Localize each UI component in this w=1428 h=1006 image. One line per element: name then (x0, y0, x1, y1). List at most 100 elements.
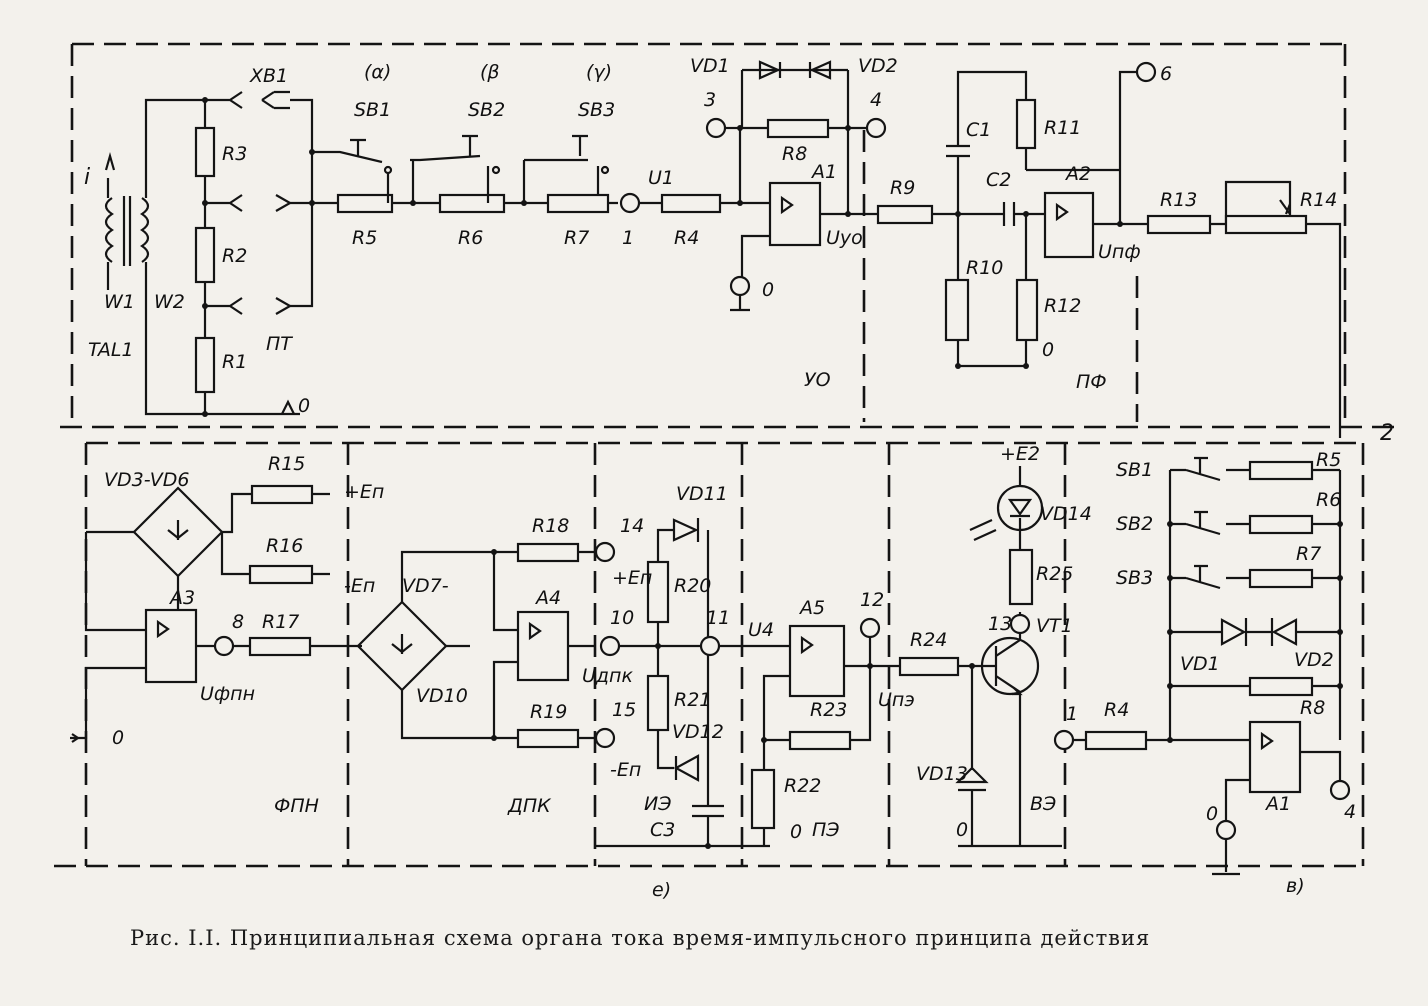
label-r7-v: R7 (1296, 543, 1321, 565)
label-r3: R3 (222, 143, 247, 165)
label-r20: R20 (674, 575, 711, 597)
label-gamma: (γ) (586, 61, 612, 83)
label-r12: R12 (1044, 295, 1081, 317)
label-sub-e: е) (652, 879, 671, 901)
label-w2: W2 (154, 291, 185, 313)
label-block-dpk: ДПК (507, 795, 552, 817)
divider-chain (312, 134, 770, 214)
label-block-fpn: ФПН (274, 795, 319, 817)
label-r2: R2 (222, 245, 247, 267)
label-vd10: VD10 (416, 685, 468, 707)
label-r8: R8 (782, 143, 807, 165)
label-i: i (84, 165, 90, 190)
label-node-0-fpn: 0 (112, 727, 124, 749)
label-block-pe: ПЭ (812, 819, 840, 841)
label-sb3: SB3 (578, 99, 615, 121)
label-vd3vd6: VD3-VD6 (104, 469, 190, 491)
label-vt1: VT1 (1036, 615, 1073, 637)
label-sb2: SB2 (468, 99, 505, 121)
label-ep-plus-1: +Eп (344, 481, 384, 503)
label-ufpn: Uфпн (200, 683, 255, 705)
label-r23: R23 (810, 699, 847, 721)
label-xb1: XB1 (249, 65, 288, 87)
label-u4: U4 (748, 619, 774, 641)
label-node-0-pe: 0 (790, 821, 802, 843)
label-sb3-v: SB3 (1116, 567, 1153, 589)
label-r1: R1 (222, 351, 247, 373)
label-r9: R9 (890, 177, 915, 199)
label-vd12: VD12 (672, 721, 724, 743)
label-r8-v: R8 (1300, 697, 1325, 719)
label-ep-minus-2: -Eп (610, 759, 641, 781)
label-block-pf: ПФ (1076, 371, 1107, 393)
label-tal1: TAL1 (88, 339, 134, 361)
label-r15: R15 (268, 453, 305, 475)
label-c1: C1 (966, 119, 991, 141)
switch-bank (1053, 456, 1351, 876)
label-r22: R22 (784, 775, 821, 797)
block-borders (54, 42, 1395, 868)
label-node-1-v: 1 (1066, 703, 1078, 725)
label-c2: C2 (986, 169, 1011, 191)
label-node-11: 11 (706, 607, 730, 629)
label-a1: A1 (810, 161, 837, 183)
label-node-0-v: 0 (1206, 803, 1218, 825)
label-vd2-v: VD2 (1294, 649, 1334, 671)
label-r25: R25 (1036, 563, 1073, 585)
label-r19: R19 (530, 701, 567, 723)
label-r5-v: R5 (1316, 449, 1341, 471)
label-a1-v: A1 (1264, 793, 1291, 815)
label-node-1: 1 (622, 227, 634, 249)
label-r10: R10 (966, 257, 1003, 279)
label-r13: R13 (1160, 189, 1197, 211)
label-c3: C3 (650, 819, 675, 841)
label-r6: R6 (458, 227, 483, 249)
label-udpk: Uдпк (582, 665, 633, 687)
label-vd11: VD11 (676, 483, 728, 505)
label-side-mark: 2 (1380, 421, 1394, 446)
label-alpha: (α) (364, 61, 391, 83)
label-a4: A4 (534, 587, 561, 609)
label-upe: Uпэ (878, 689, 915, 711)
label-sb2-v: SB2 (1116, 513, 1153, 535)
labels: XB1 i W1 W2 TAL1 ПТ 0 R3 R2 R1 (α) (β (γ… (84, 55, 1394, 901)
label-sb1: SB1 (354, 99, 391, 121)
label-node-12: 12 (860, 589, 884, 611)
label-node-3: 3 (704, 89, 716, 111)
label-vd14: VD14 (1040, 503, 1092, 525)
label-node-8: 8 (232, 611, 244, 633)
label-sb1-v: SB1 (1116, 459, 1153, 481)
label-r24: R24 (910, 629, 947, 651)
label-r17: R17 (262, 611, 299, 633)
dpk-block (356, 541, 700, 749)
label-a2: A2 (1064, 163, 1091, 185)
label-node-0-top: 0 (298, 395, 310, 417)
label-ve: ВЭ (1030, 793, 1056, 815)
label-w1: W1 (104, 291, 135, 313)
label-node-10: 10 (610, 607, 634, 629)
label-vd7: VD7- (402, 575, 449, 597)
label-vd13: VD13 (916, 763, 968, 785)
label-vd2: VD2 (858, 55, 898, 77)
label-node-15: 15 (612, 699, 636, 721)
label-r5: R5 (352, 227, 377, 249)
label-vd1-v: VD1 (1180, 653, 1220, 675)
label-node-0-pf: 0 (1042, 339, 1054, 361)
label-r6-v: R6 (1316, 489, 1341, 511)
pe-block (719, 617, 972, 846)
ie-block (595, 518, 770, 849)
label-sub-v: в) (1286, 875, 1305, 897)
uo-amplifier (705, 60, 958, 312)
input-transformer (104, 90, 315, 417)
label-node-14: 14 (620, 515, 644, 537)
label-a5: A5 (798, 597, 825, 619)
label-u1: U1 (648, 167, 674, 189)
label-ep-plus-2: +Eп (612, 567, 652, 589)
label-pt: ПТ (266, 333, 293, 355)
label-r16: R16 (266, 535, 303, 557)
label-r7: R7 (564, 227, 589, 249)
label-r4: R4 (674, 227, 699, 249)
label-node-4: 4 (870, 89, 882, 111)
label-block-uo: УО (804, 369, 831, 391)
label-uuo: Uуо (826, 227, 863, 249)
